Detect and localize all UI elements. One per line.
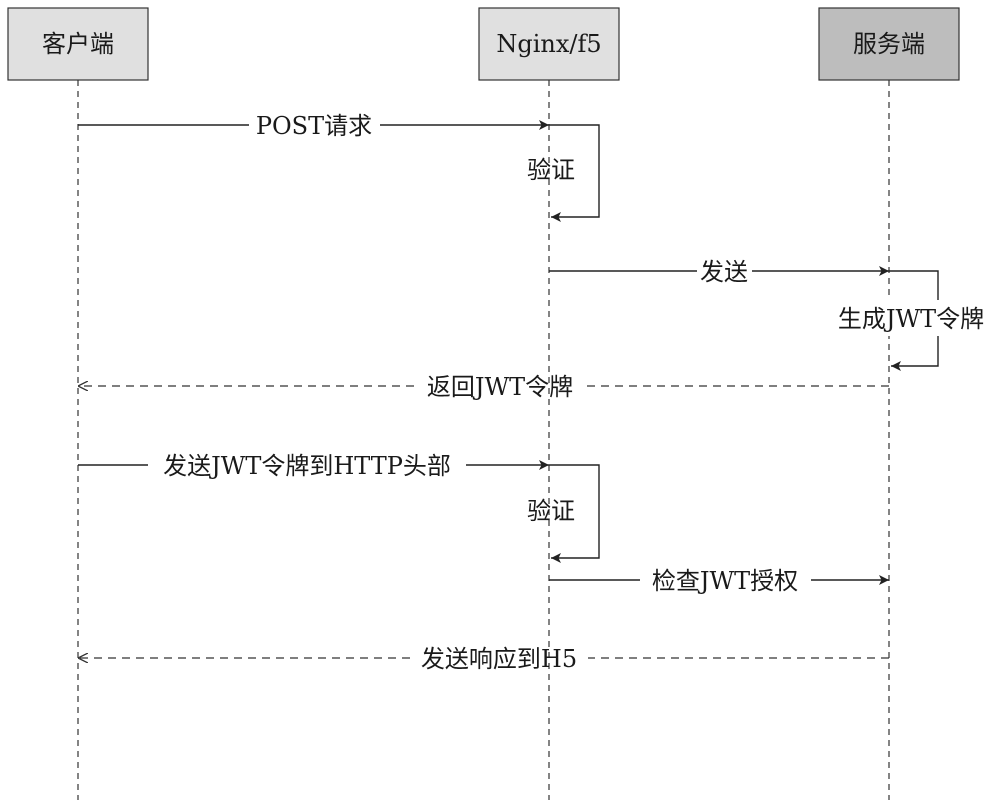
message-send: 发送 bbox=[549, 258, 889, 286]
message-post-request-label: POST请求 bbox=[256, 112, 372, 140]
self-call-generate-jwt: 生成JWT令牌 bbox=[832, 270, 990, 371]
message-send-label: 发送 bbox=[700, 258, 748, 286]
message-check-jwt: 检查JWT授权 bbox=[549, 567, 889, 595]
self-call-generate-jwt-label: 生成JWT令牌 bbox=[838, 305, 984, 333]
message-post-request: POST请求 bbox=[78, 112, 549, 140]
participant-client: 客户端 bbox=[7, 7, 149, 81]
message-check-jwt-label: 检查JWT授权 bbox=[652, 567, 798, 595]
participant-server-label: 服务端 bbox=[853, 30, 925, 58]
self-call-verify-2: 验证 bbox=[527, 464, 600, 563]
message-send-response-label: 发送响应到H5 bbox=[421, 645, 577, 673]
participant-nginx-label: Nginx/f5 bbox=[496, 30, 601, 58]
message-send-response: 发送响应到H5 bbox=[78, 645, 889, 673]
self-call-verify-1: 验证 bbox=[527, 124, 600, 222]
participant-client-label: 客户端 bbox=[42, 30, 114, 58]
self-call-verify-2-label: 验证 bbox=[527, 497, 575, 525]
message-return-jwt: 返回JWT令牌 bbox=[78, 373, 889, 401]
self-call-verify-1-label: 验证 bbox=[527, 156, 575, 184]
message-return-jwt-label: 返回JWT令牌 bbox=[427, 373, 573, 401]
message-send-jwt-header: 发送JWT令牌到HTTP头部 bbox=[78, 452, 549, 480]
participant-server: 服务端 bbox=[818, 7, 960, 81]
message-send-jwt-header-label: 发送JWT令牌到HTTP头部 bbox=[163, 452, 451, 480]
participant-nginx: Nginx/f5 bbox=[478, 7, 620, 81]
